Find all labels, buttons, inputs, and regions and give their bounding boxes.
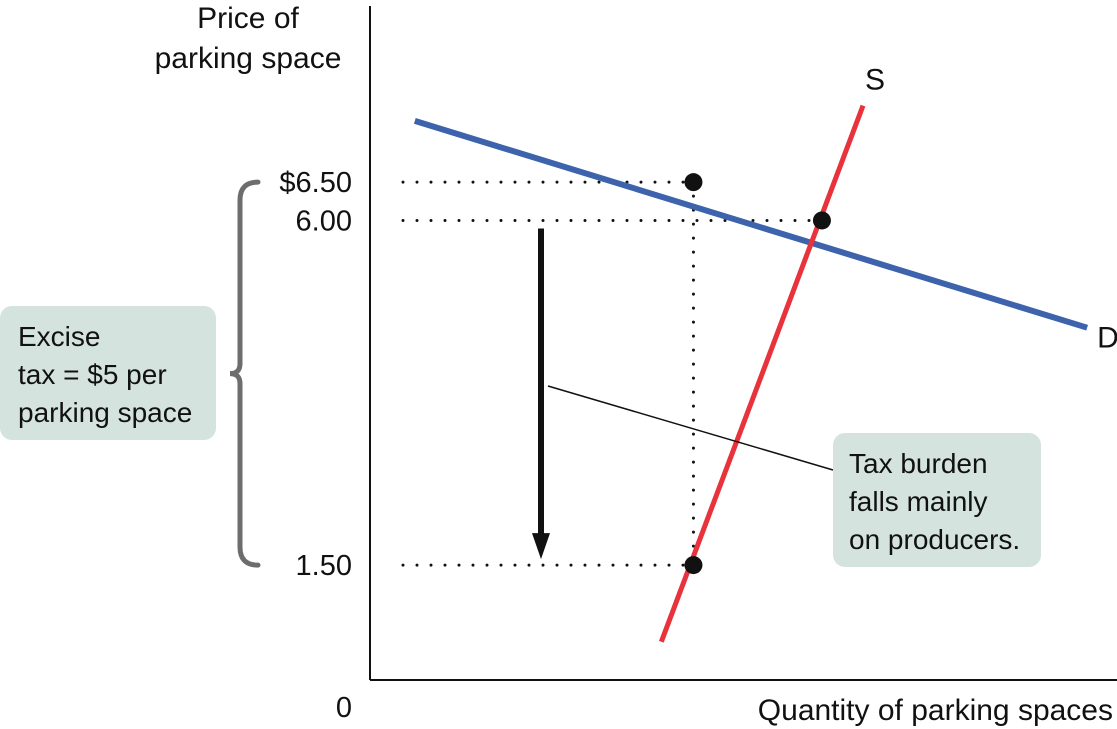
y-tick-label-6-00: 6.00 xyxy=(296,205,352,237)
supply-curve xyxy=(658,104,866,643)
demand-curve xyxy=(413,118,1089,331)
excise-note-line-2: tax = $5 per xyxy=(18,359,167,390)
y-axis-label-line-1: Price of xyxy=(197,2,299,35)
excise-note-line-1: Excise xyxy=(18,321,101,352)
y-tick-label-6-50: $6.50 xyxy=(279,167,352,199)
burden-leader-line xyxy=(547,385,834,471)
origin-label: 0 xyxy=(336,692,352,724)
burden-note-line-1: Tax burden xyxy=(849,448,988,479)
tax-arrowhead xyxy=(532,533,550,560)
tax-burden-note: Tax burden falls mainly on producers. xyxy=(833,433,1041,567)
y-tick-label-1-50: 1.50 xyxy=(296,550,352,582)
excise-tax-note: Excise tax = $5 per parking space xyxy=(0,306,216,440)
excise-tax-brace xyxy=(229,179,261,568)
point-consumer-price xyxy=(684,173,703,192)
burden-note-line-3: on producers. xyxy=(849,524,1021,555)
burden-note-line-2: falls mainly xyxy=(849,486,988,517)
supply-curve-label: S xyxy=(865,64,885,97)
point-equilibrium xyxy=(812,211,831,230)
demand-curve-label: D xyxy=(1097,322,1117,355)
y-axis-label-line-2: parking space xyxy=(155,42,342,75)
point-producer-price xyxy=(684,556,703,575)
excise-note-line-3: parking space xyxy=(18,397,193,428)
x-axis-label: Quantity of parking spaces xyxy=(758,694,1113,727)
